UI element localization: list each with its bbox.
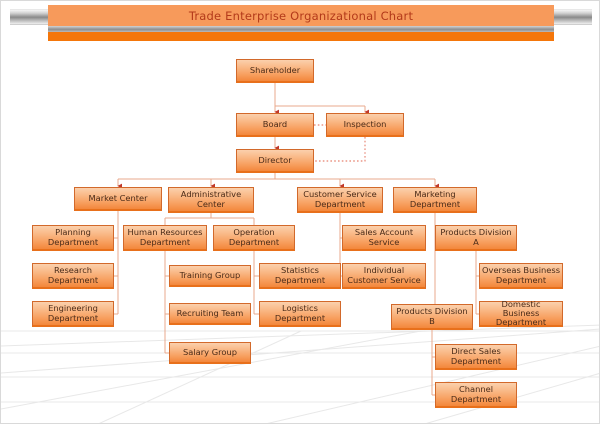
org-node-shareholder[interactable]: Shareholder <box>236 59 314 83</box>
org-node-label: Domestic Business Department <box>495 298 547 328</box>
org-node-label: Direct Sales Department <box>450 346 502 366</box>
org-node-marketing[interactable]: Marketing Department <box>393 187 477 213</box>
org-node-label: Operation Department <box>228 227 280 247</box>
org-node-recruiting-team[interactable]: Recruiting Team <box>169 303 251 325</box>
org-node-salary-group[interactable]: Salary Group <box>169 342 251 364</box>
org-node-direct-sales[interactable]: Direct Sales Department <box>435 344 517 370</box>
org-node-board[interactable]: Board <box>236 113 314 137</box>
org-node-label: Products Division A <box>440 227 512 247</box>
org-node-label: Director <box>258 154 292 165</box>
org-node-label: Shareholder <box>249 64 301 75</box>
title-banner-underline <box>48 32 554 41</box>
org-node-label: Statistics Department <box>274 265 326 285</box>
org-node-label: Planning Department <box>47 227 99 247</box>
org-node-label: Recruiting Team <box>176 307 244 318</box>
org-node-sales-account[interactable]: Sales Account Service <box>342 225 426 251</box>
org-node-label: Salary Group <box>183 346 237 357</box>
org-node-market-center[interactable]: Market Center <box>74 187 162 211</box>
org-node-products-div-b[interactable]: Products Division B <box>391 304 473 330</box>
org-node-channel[interactable]: Channel Department <box>435 382 517 408</box>
org-node-label: Customer Service Department <box>303 189 377 209</box>
org-node-label: Training Group <box>179 269 241 280</box>
org-node-label: Individual Customer Service <box>347 265 421 285</box>
org-node-logistics[interactable]: Logistics Department <box>259 301 341 327</box>
org-node-customer-service[interactable]: Customer Service Department <box>297 187 383 213</box>
org-node-overseas-business[interactable]: Overseas Business Department <box>479 263 563 289</box>
org-node-domestic-business[interactable]: Domestic Business Department <box>479 298 563 328</box>
org-node-research[interactable]: Research Department <box>32 263 114 289</box>
org-node-label: Inspection <box>343 118 387 129</box>
org-node-label: Board <box>262 118 288 129</box>
org-node-administrative[interactable]: Administrative Center <box>168 187 254 213</box>
org-node-training-group[interactable]: Training Group <box>169 265 251 287</box>
org-node-label: Research Department <box>47 265 99 285</box>
org-node-label: Market Center <box>88 192 148 203</box>
page-title: Trade Enterprise Organizational Chart <box>188 8 414 23</box>
org-node-products-div-a[interactable]: Products Division A <box>435 225 517 251</box>
org-node-planning[interactable]: Planning Department <box>32 225 114 251</box>
org-node-operation[interactable]: Operation Department <box>213 225 295 251</box>
title-banner: Trade Enterprise Organizational Chart <box>48 5 554 26</box>
org-node-human-resources[interactable]: Human Resources Department <box>123 225 207 251</box>
org-node-engineering[interactable]: Engineering Department <box>32 301 114 327</box>
org-node-inspection[interactable]: Inspection <box>326 113 404 137</box>
org-node-director[interactable]: Director <box>236 149 314 173</box>
org-node-label: Human Resources Department <box>127 227 203 247</box>
org-node-label: Administrative Center <box>180 189 242 209</box>
org-node-label: Channel Department <box>450 384 502 404</box>
org-node-statistics[interactable]: Statistics Department <box>259 263 341 289</box>
org-node-label: Engineering Department <box>47 303 99 323</box>
org-node-individual-cs[interactable]: Individual Customer Service <box>342 263 426 289</box>
org-node-label: Sales Account Service <box>354 227 414 247</box>
org-node-label: Logistics Department <box>274 303 326 323</box>
org-node-label: Marketing Department <box>409 189 461 209</box>
org-node-label: Products Division B <box>396 306 468 326</box>
org-node-label: Overseas Business Department <box>482 265 561 285</box>
